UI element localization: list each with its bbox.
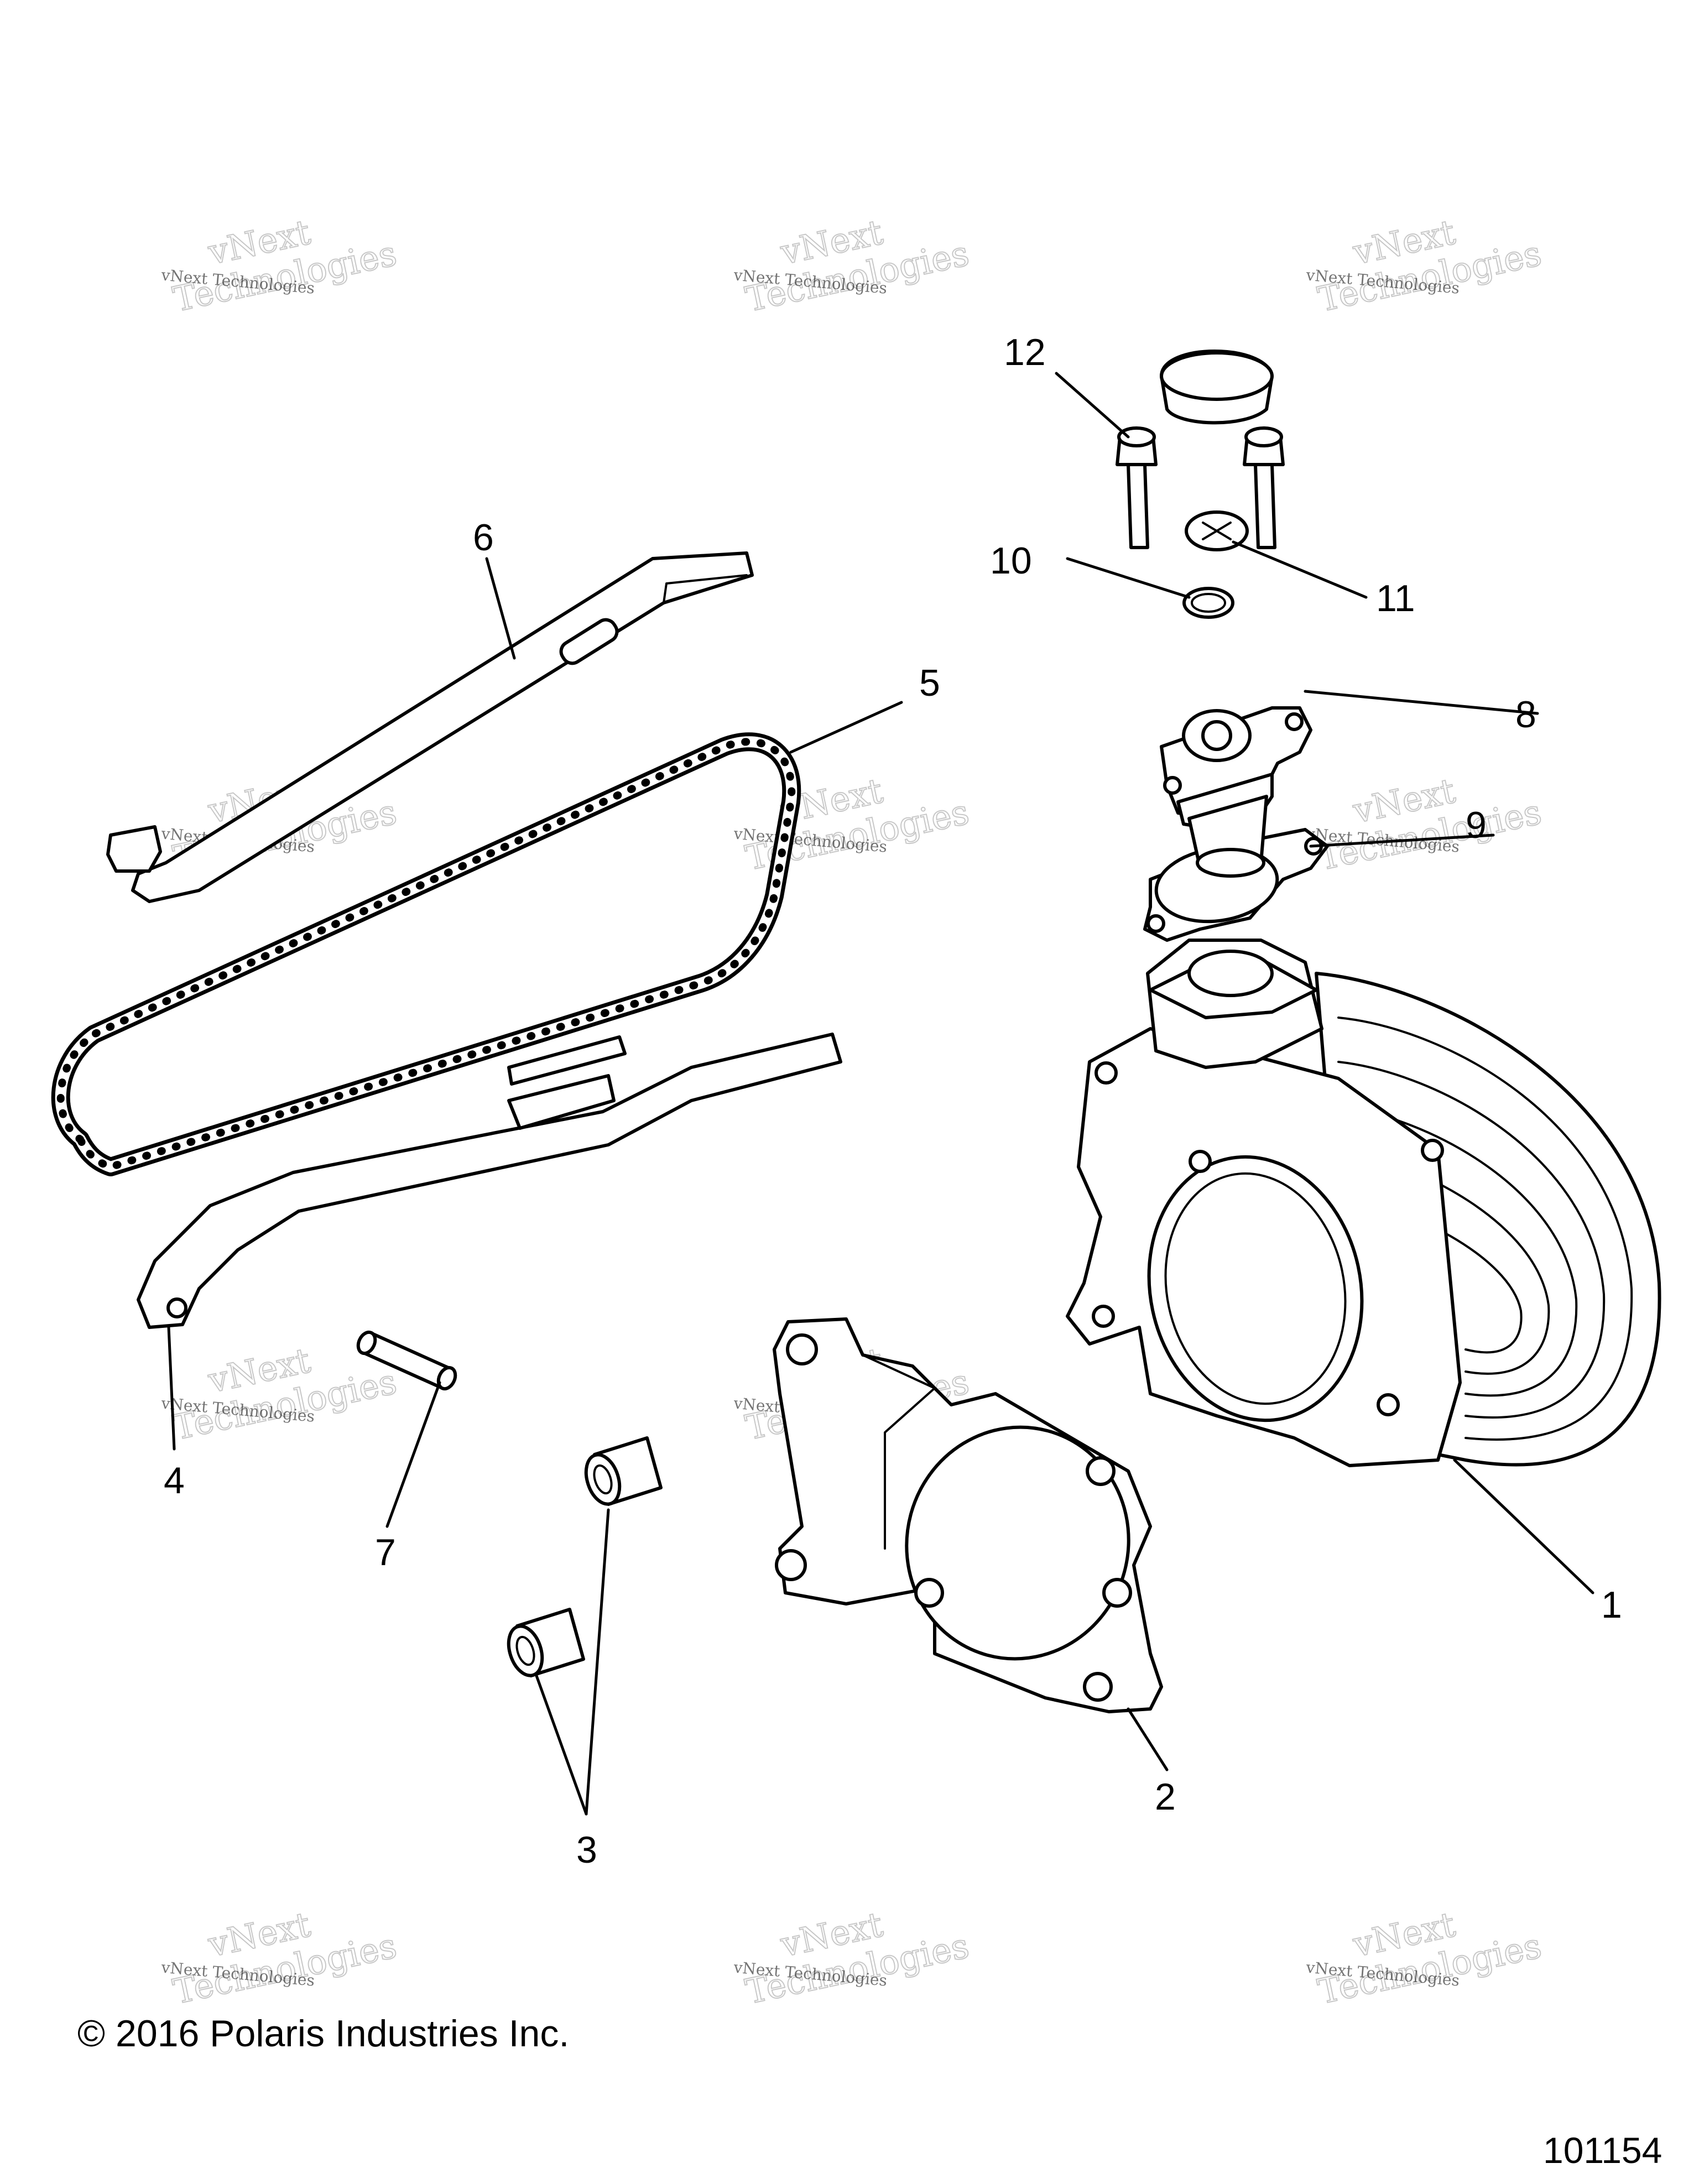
- watermark: Technologies vNext vNext Technologies: [732, 770, 973, 879]
- leader-line: [1453, 1458, 1594, 1594]
- callout-6: 6: [473, 517, 494, 559]
- watermark: Technologies vNext vNext Technologies: [1305, 211, 1545, 320]
- chain-guide-upper: [106, 551, 754, 903]
- timing-chain: [51, 732, 801, 1176]
- dowel-lower: [507, 1608, 585, 1677]
- pin: [356, 1330, 457, 1391]
- callout-1: 1: [1601, 1584, 1622, 1626]
- leader-line: [1127, 1707, 1169, 1771]
- leader-line: [1055, 372, 1130, 439]
- tensioner-cap: [1160, 350, 1274, 425]
- leader-line: [485, 557, 516, 660]
- watermark: Technologies vNext vNext Technologies: [160, 211, 400, 320]
- callout-11: 11: [1376, 577, 1415, 619]
- cam-chain-tensioner: [1160, 706, 1312, 878]
- leader-line: [1309, 833, 1495, 848]
- leader-line: [1232, 540, 1368, 599]
- callout-12: 12: [1004, 331, 1046, 373]
- flange-bolt: [1243, 426, 1285, 549]
- watermark: Technologies vNext vNext Technologies: [160, 1904, 400, 2013]
- callouts: 1 2 3 4 5 6 7 8 9 10 11 12: [164, 331, 1622, 1871]
- callout-2: 2: [1155, 1776, 1176, 1818]
- callout-3: 3: [576, 1829, 597, 1871]
- watermark: Technologies vNext vNext Technologies: [1305, 1904, 1545, 2013]
- dowel-upper: [584, 1436, 663, 1506]
- leader-line: [535, 1674, 588, 1816]
- flange-bolt: [1116, 426, 1158, 549]
- copyright-notice: © 2016 Polaris Industries Inc.: [77, 2013, 570, 2055]
- plug-screw: [1185, 510, 1249, 551]
- leader-line: [167, 1326, 176, 1451]
- figure-number: 101154: [1543, 2130, 1662, 2171]
- leader-line: [385, 1381, 441, 1528]
- callout-7: 7: [375, 1531, 396, 1573]
- o-ring: [1182, 587, 1234, 619]
- callout-9: 9: [1466, 804, 1487, 846]
- callout-5: 5: [919, 662, 940, 704]
- watermark: Technologies vNext vNext Technologies: [160, 1339, 400, 1448]
- watermark: Technologies vNext vNext Technologies: [732, 1904, 973, 2013]
- callout-4: 4: [164, 1460, 185, 1502]
- watermark: Technologies vNext vNext Technologies: [732, 211, 973, 320]
- callout-8: 8: [1515, 694, 1536, 736]
- watermark: Technologies vNext vNext Technologies: [1305, 770, 1545, 879]
- leader-line: [1304, 690, 1539, 715]
- leader-line: [789, 701, 903, 754]
- leader-line: [585, 1508, 610, 1816]
- tensioner-gasket: [1143, 828, 1329, 942]
- leader-lines: [167, 372, 1594, 1816]
- leader-line: [1066, 557, 1191, 599]
- base-gasket: [773, 1317, 1163, 1713]
- callout-10: 10: [990, 540, 1032, 582]
- chain-guide-lower: [137, 1033, 842, 1329]
- cylinder: [1066, 939, 1661, 1467]
